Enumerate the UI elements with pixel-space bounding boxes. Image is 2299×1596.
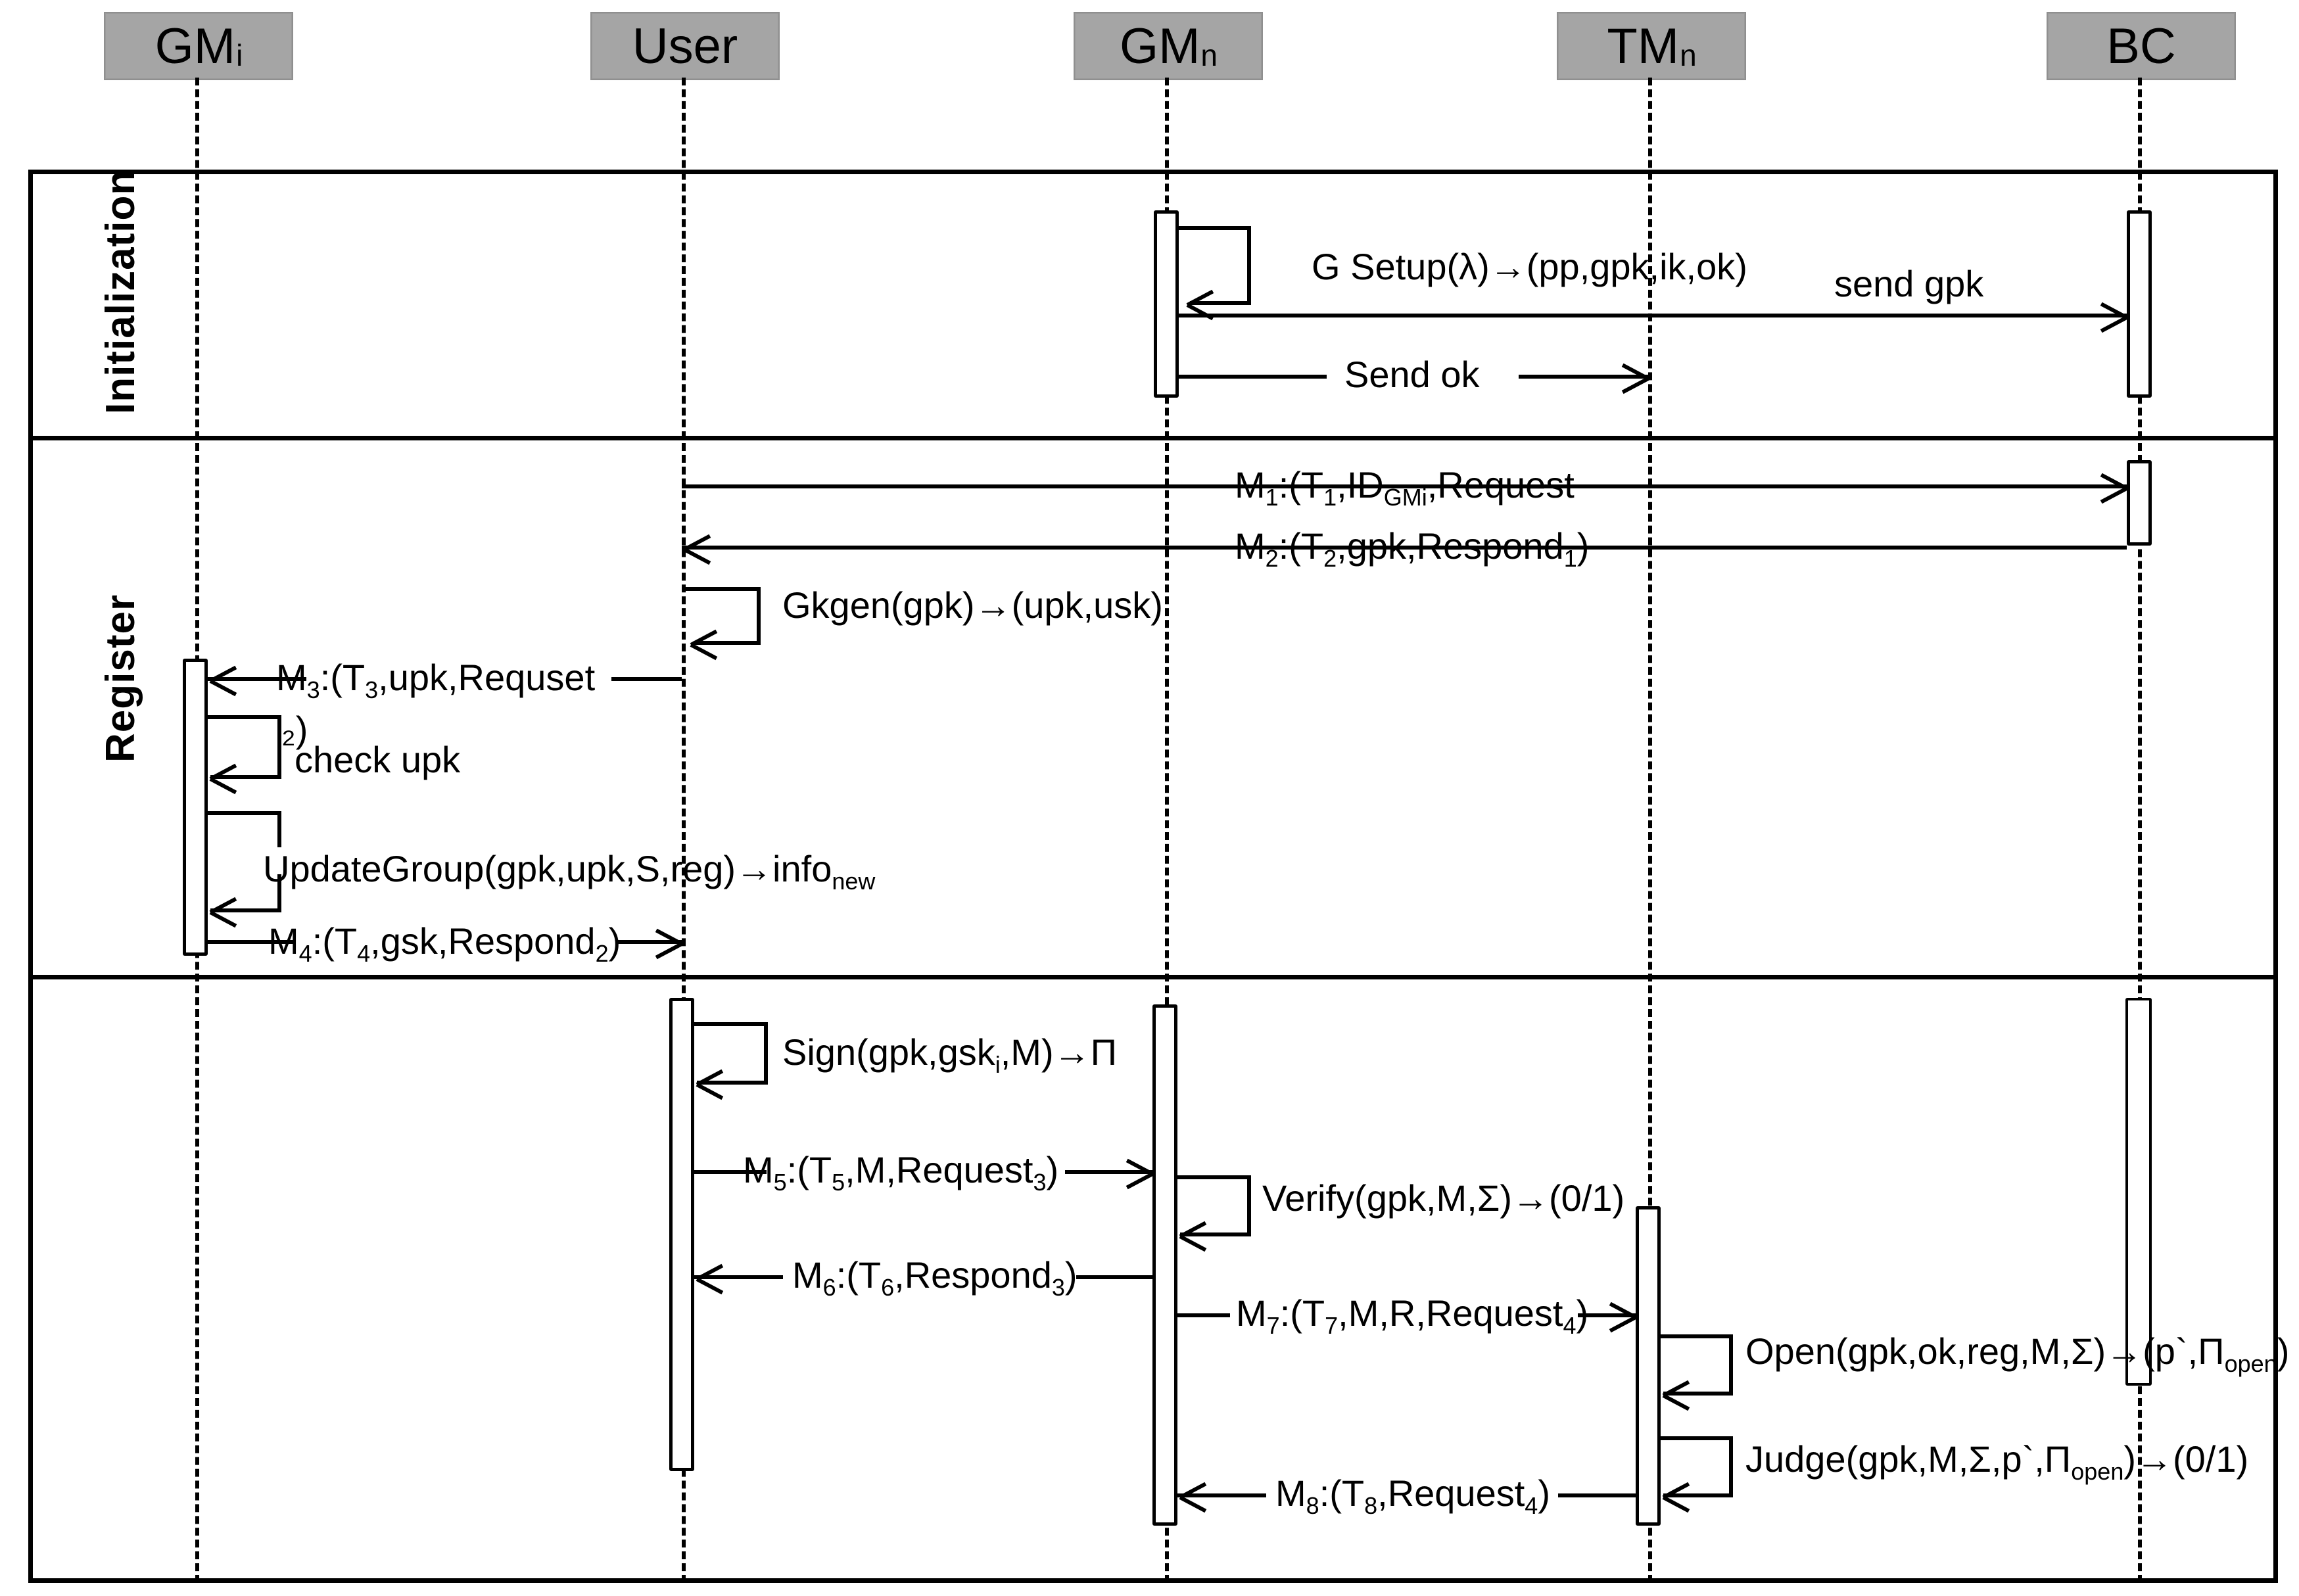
selfcall-checkupk-right — [277, 715, 281, 779]
message-label-checkupk: check upk — [295, 739, 461, 780]
actor-sub-tmn: n — [1680, 38, 1697, 72]
selfcall-sign-right — [764, 1022, 768, 1085]
selfcall-sign-bottom — [697, 1081, 768, 1085]
message-label-sign: Sign(gpk,gski,M)→Π — [782, 1031, 1118, 1079]
activation-gmn-sign — [1152, 1004, 1177, 1526]
selfcall-gkgen-bottom — [694, 641, 761, 645]
message-line-m4-right — [618, 940, 682, 944]
selfcall-updategroup-right2 — [277, 874, 281, 912]
message-label-m5: M5:(T5,M,Request3) — [743, 1149, 1059, 1196]
selfcall-checkupk-bottom — [210, 775, 281, 779]
selfcall-judge-bottom — [1663, 1493, 1733, 1497]
selfcall-judge-top — [1661, 1436, 1733, 1440]
activation-bc-sign — [2125, 998, 2152, 1386]
message-label-sendgpk: send gpk — [1834, 263, 1984, 304]
selfcall-setup-right — [1247, 226, 1251, 305]
actor-sub-gmi: i — [236, 38, 243, 72]
selfcall-verify-top — [1177, 1175, 1251, 1179]
section-separator-2 — [28, 975, 2278, 979]
message-line-m7-right — [1578, 1313, 1636, 1317]
message-line-m7-left — [1177, 1313, 1230, 1317]
actor-label-user: User — [632, 18, 738, 74]
message-line-sendgpk — [1179, 314, 2127, 317]
activation-gmi-register — [183, 659, 208, 956]
message-line-m6-left — [694, 1275, 783, 1279]
selfcall-updategroup-bottom — [210, 908, 281, 912]
message-label-gkgen: Gkgen(gpk)→(upk,usk) — [782, 584, 1163, 626]
message-label-m2: M2:(T2,gpk,Respond1) — [1235, 525, 1590, 573]
lifeline-user — [682, 78, 686, 1583]
activation-gmn-init — [1154, 210, 1179, 398]
message-label-m4: M4:(T4,gsk,Respond2) — [268, 920, 621, 968]
actor-box-bc: BC — [2047, 12, 2236, 80]
selfcall-judge-right — [1729, 1436, 1733, 1497]
section-label-initialization: Initialization — [98, 169, 143, 414]
selfcall-verify-right — [1247, 1175, 1251, 1236]
lifeline-gmn — [1165, 78, 1169, 1583]
actor-sub-gmn: n — [1200, 38, 1218, 72]
message-label-m1: M1:(T1,IDGMi,Request — [1235, 464, 1575, 511]
message-line-m3-left — [208, 677, 306, 681]
message-line-m4-left — [208, 940, 293, 944]
actor-label-bc: BC — [2106, 18, 2176, 74]
selfcall-setup-bottom — [1190, 301, 1251, 305]
selfcall-setup-top — [1179, 226, 1251, 230]
lifeline-bc — [2138, 78, 2142, 1583]
message-label-updategroup: UpdateGroup(gpk,upk,S,reg)→infonew — [263, 848, 876, 895]
actor-label-gmi: GM — [154, 18, 236, 74]
section-separator-1 — [28, 436, 2278, 440]
diagram-frame — [28, 170, 2278, 1583]
message-line-m5-left — [694, 1170, 767, 1174]
selfcall-sign-top — [694, 1022, 768, 1026]
message-label-judge: Judge(gpk,M,Σ,p`,Πopen)→(0/1) — [1745, 1438, 2249, 1486]
activation-bc-register — [2127, 460, 2152, 546]
message-label-m3: M3:(T3,upk,Requset — [276, 657, 596, 704]
message-line-m6-right — [1076, 1275, 1152, 1279]
lifeline-tmn — [1648, 78, 1652, 1583]
message-line-m1 — [682, 484, 2127, 488]
message-line-m8-right — [1558, 1493, 1636, 1497]
actor-box-user: User — [590, 12, 780, 80]
activation-tmn-sign — [1636, 1206, 1661, 1526]
stray-fragment-label: ₂) — [281, 709, 308, 750]
message-label-verify: Verify(gpk,M,Σ)→(0/1) — [1262, 1177, 1625, 1219]
selfcall-open-top — [1661, 1334, 1733, 1338]
message-line-m8-left — [1177, 1493, 1266, 1497]
selfcall-gkgen-right — [757, 587, 761, 645]
message-label-sendok: Send ok — [1344, 354, 1480, 395]
message-label-m8: M8:(T8,Request4) — [1275, 1472, 1550, 1520]
selfcall-open-right — [1729, 1334, 1733, 1396]
message-label-m7: M7:(T7,M,R,Request4) — [1236, 1292, 1589, 1340]
message-label-open: Open(gpk,ok,reg,M,Σ)→(p`,Πopen) — [1745, 1330, 2290, 1378]
message-line-m5-right — [1065, 1170, 1152, 1174]
message-line-sendok-right — [1519, 375, 1648, 379]
actor-label-tmn: TM — [1607, 18, 1680, 74]
selfcall-checkupk-top — [208, 715, 281, 719]
selfcall-updategroup-top — [208, 811, 281, 815]
activation-bc-init — [2127, 210, 2152, 398]
selfcall-updategroup-right — [277, 811, 281, 847]
section-label-register: Register — [98, 594, 143, 763]
activation-user-sign — [669, 998, 694, 1471]
message-line-m2 — [682, 546, 2127, 550]
selfcall-gkgen-top — [682, 587, 761, 591]
actor-label-gmn: GM — [1119, 18, 1200, 74]
message-line-m3-right — [611, 677, 682, 681]
selfcall-open-bottom — [1663, 1392, 1733, 1396]
selfcall-verify-bottom — [1180, 1232, 1251, 1236]
message-label-setup: G Setup(λ)→(pp,gpk,ik,ok) — [1312, 246, 1747, 287]
message-label-m6: M6:(T6,Respond3) — [792, 1254, 1078, 1302]
message-line-sendok-left — [1179, 375, 1327, 379]
